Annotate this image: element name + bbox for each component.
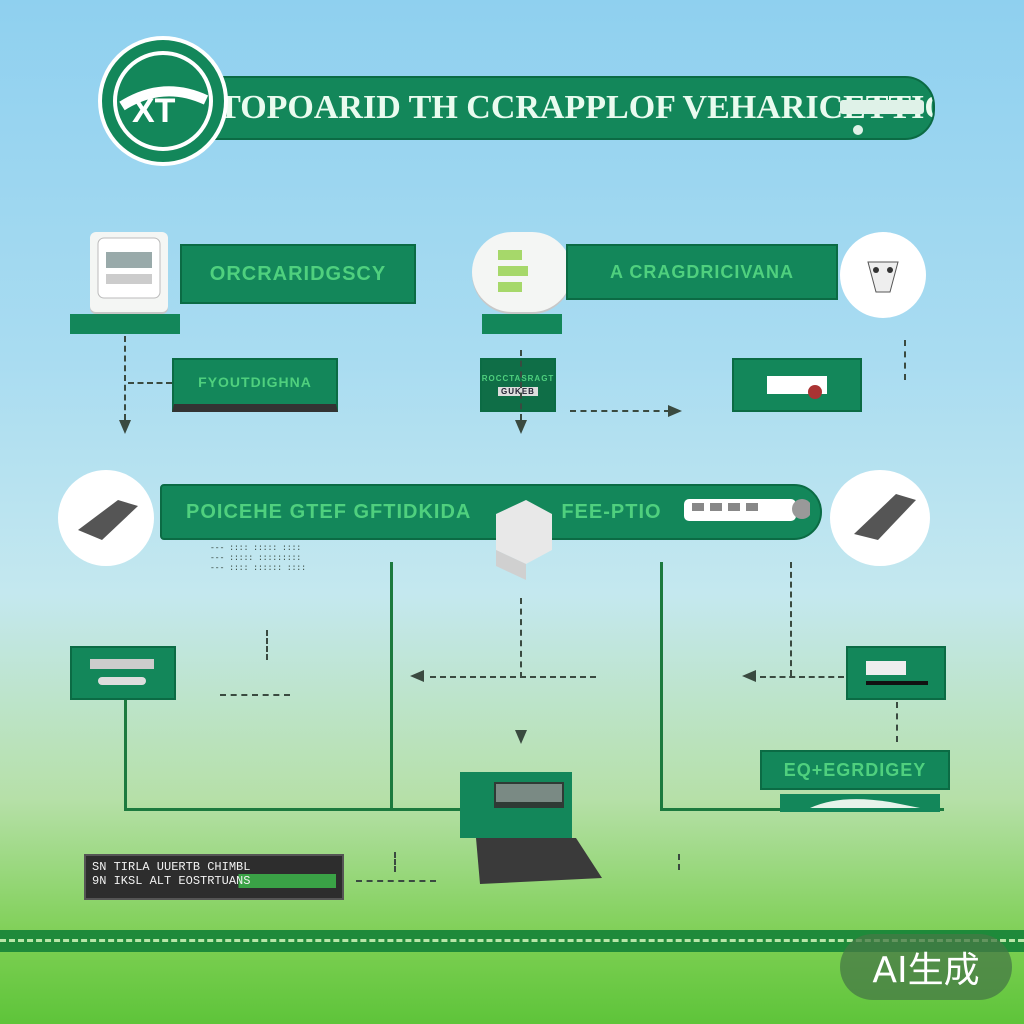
connector <box>520 350 522 420</box>
legend-line2: 9N IKSL ALT EOSTRTUANS <box>92 874 336 888</box>
center-small-text: --- :::: ::::: :::: --- ::::: ::::::::: … <box>210 544 330 574</box>
mid-center-box-line1: ROCCTASRAGT <box>481 374 555 383</box>
charging-station <box>456 768 606 888</box>
small-text-line: --- ::::: ::::::::: <box>210 554 302 563</box>
plug-icon <box>840 232 926 318</box>
title-banner: E-TOPOARID TH CCRAPPLOF VEHARICETTIO <box>200 76 935 140</box>
ground-stripe <box>0 930 1024 952</box>
connector-solid <box>390 562 393 810</box>
document-icon-base <box>482 314 562 334</box>
arrow-down <box>119 420 131 434</box>
arrow-down <box>515 730 527 744</box>
lower-left-box <box>70 646 176 700</box>
connector-solid <box>660 562 663 810</box>
ai-generated-badge: AI生成 <box>840 934 1012 1000</box>
connector <box>394 852 396 872</box>
connector <box>678 854 680 870</box>
document-icon <box>472 232 572 312</box>
banner-bus-icon <box>836 96 934 136</box>
diagram-title: E-TOPOARID TH CCRAPPLOF VEHARICETTIO <box>200 89 935 126</box>
top-left-band-label: ORCRARIDGSCY <box>209 262 387 285</box>
connector <box>520 598 522 678</box>
left-circle-node <box>58 470 154 566</box>
top-left-band: ORCRARIDGSCY <box>180 244 416 304</box>
arrow-left <box>742 670 756 682</box>
connector <box>220 694 290 696</box>
right-circle-node <box>830 470 930 566</box>
connector-solid <box>124 808 460 811</box>
connector <box>896 702 898 742</box>
bus-icon-base <box>70 314 180 334</box>
connector <box>790 562 792 676</box>
center-band-right-label: FEE-PTIO <box>561 500 662 523</box>
badge-label: AI生成 <box>872 950 980 991</box>
station-icon <box>866 661 928 685</box>
arrow-right <box>668 405 682 417</box>
connector <box>124 336 126 420</box>
arrow-down <box>515 420 527 434</box>
connector <box>266 630 268 660</box>
bottom-right-band-label: EQ+EGRDIGEY <box>783 759 927 780</box>
bottom-right-band: EQ+EGRDIGEY <box>760 750 950 790</box>
mid-left-box-label: FYOUTDIGHNA <box>198 374 312 390</box>
connector <box>904 340 906 380</box>
connector <box>430 676 596 678</box>
top-right-band: A CRAGDRICIVANA <box>566 244 838 300</box>
device-icon <box>90 659 154 685</box>
mid-center-box-line2: GUKEB <box>498 387 538 396</box>
connector-solid <box>124 700 127 810</box>
arrow-left <box>410 670 424 682</box>
logo-glyph: XT <box>132 92 176 130</box>
car-icon <box>780 790 940 814</box>
top-right-band-label: A CRAGDRICIVANA <box>610 261 794 282</box>
mid-right-box <box>732 358 862 412</box>
connector <box>356 880 436 882</box>
center-cube-icon <box>486 494 558 582</box>
logo: XT <box>98 36 228 166</box>
center-band-left-label: POICEHE GTEF GFTIDKIDA <box>186 500 472 523</box>
charger-icon <box>767 376 827 399</box>
connector <box>128 382 172 384</box>
connector <box>570 410 670 412</box>
mid-left-box: FYOUTDIGHNA <box>172 358 338 412</box>
bus-icon-top-left <box>90 232 168 312</box>
small-text-line: --- :::: :::::: :::: <box>210 564 307 573</box>
center-band: POICEHE GTEF GFTIDKIDA FEE-PTIO <box>160 484 822 540</box>
small-text-line: --- :::: ::::: :::: <box>210 544 302 553</box>
lower-right-box <box>846 646 946 700</box>
bus-icon-center <box>683 499 810 521</box>
mid-center-box: ROCCTASRAGT GUKEB <box>480 358 556 412</box>
legend: SN TIRLA UUERTB CHIMBL 9N IKSL ALT EOSTR… <box>84 854 344 900</box>
legend-line1: SN TIRLA UUERTB CHIMBL <box>92 860 251 874</box>
connector <box>760 676 844 678</box>
